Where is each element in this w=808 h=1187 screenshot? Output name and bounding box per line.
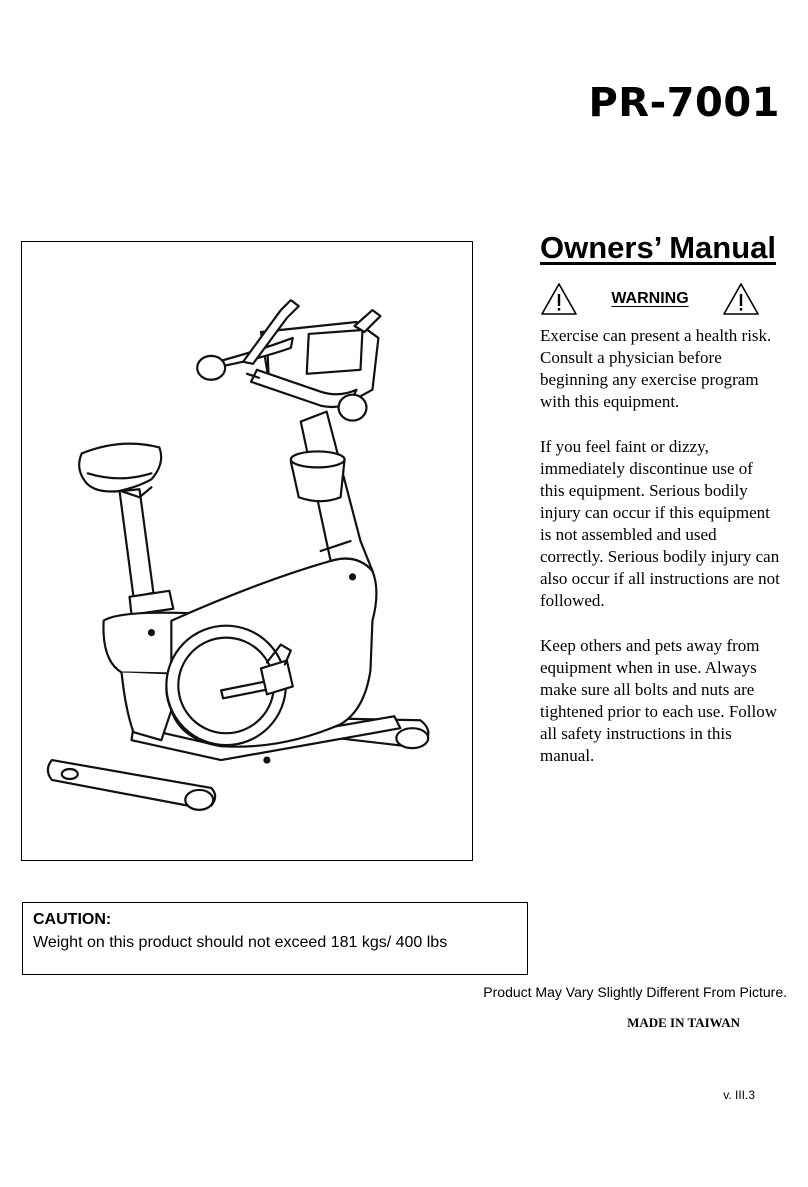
hand-grip-right: [337, 393, 368, 422]
handlebar-right: [249, 368, 358, 409]
warning-header: WARNING: [540, 282, 760, 316]
handlebar-upright-left: [241, 299, 300, 365]
product-disclaimer: Product May Vary Slightly Different From…: [483, 984, 787, 1000]
seat-post: [118, 488, 155, 598]
warning-paragraph-health: Exercise can present a health risk. Cons…: [540, 326, 772, 411]
console-screen: [305, 328, 364, 375]
handlebar-upright-right: [353, 308, 382, 334]
version-number: v. III.3: [723, 1088, 755, 1102]
manual-title: Owners’ Manual: [539, 230, 776, 265]
exercise-bike-drawing: [46, 299, 430, 811]
hand-grip-left: [196, 354, 227, 381]
caution-text: Weight on this product should not exceed…: [33, 934, 448, 951]
model-number: PR-7001: [588, 80, 780, 126]
caution-box: CAUTION: Weight on this product should n…: [22, 902, 528, 975]
pedal: [259, 659, 294, 696]
caution-title: CAUTION:: [33, 911, 112, 928]
warning-paragraph-safety: Keep others and pets away from equipment…: [540, 636, 778, 765]
warning-triangle-icon: [723, 283, 759, 315]
seat: [78, 442, 163, 493]
warning-label: WARNING: [611, 290, 689, 307]
rear-foot: [184, 788, 215, 811]
product-illustration: [21, 241, 473, 861]
country-of-origin: MADE IN TAIWAN: [627, 1015, 740, 1030]
warning-triangle-icon: [541, 283, 577, 315]
warning-paragraph-injury: If you feel faint or dizzy, immediately …: [540, 437, 780, 610]
